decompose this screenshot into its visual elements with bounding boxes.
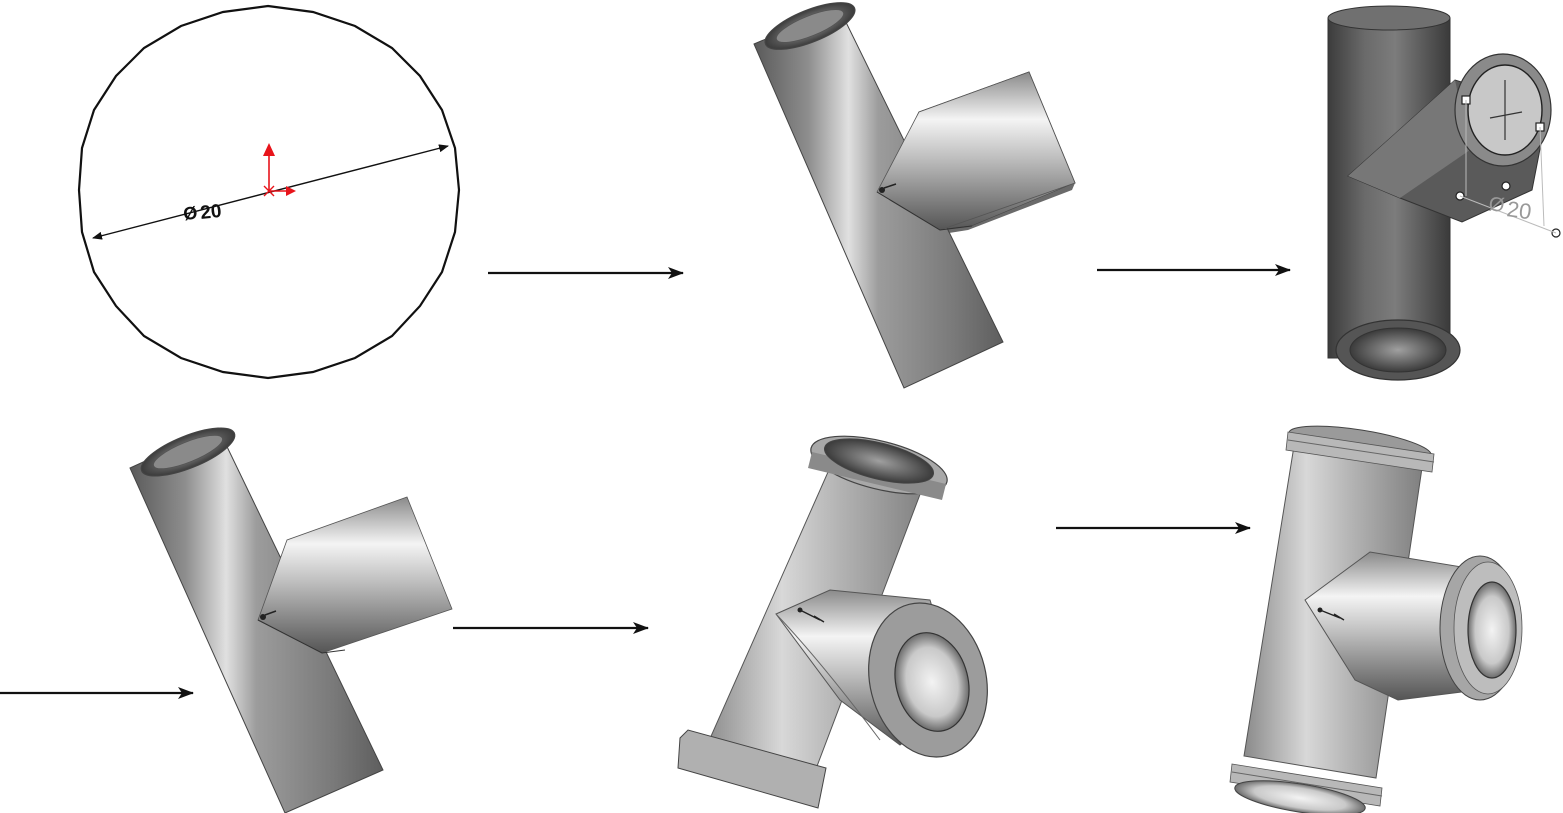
origin-marker (263, 143, 296, 197)
sketch-dimension-value: 20 (199, 201, 222, 224)
step4-branch (257, 496, 453, 654)
step3-sketch-on-branch: Ø 20 (1327, 5, 1561, 381)
step6-bottom-flange (1229, 763, 1383, 813)
step3-dimension-symbol: Ø (1487, 193, 1505, 217)
step6-branch-flange (1439, 555, 1523, 701)
step3-dimension-value: 20 (1505, 196, 1533, 224)
sketch-dimension-symbol: Ø (182, 203, 198, 224)
step6-top-flange (1285, 425, 1435, 473)
sketch-circle (77, 4, 461, 380)
step6-finished-tee (1229, 425, 1523, 813)
step5-bottom-flange (677, 729, 827, 809)
step1-sketch: Ø 20 (77, 4, 461, 380)
step2-basic-tee (753, 2, 1076, 389)
step5-tee-with-flanges (677, 435, 988, 809)
step4-tee-with-branch (129, 427, 453, 813)
